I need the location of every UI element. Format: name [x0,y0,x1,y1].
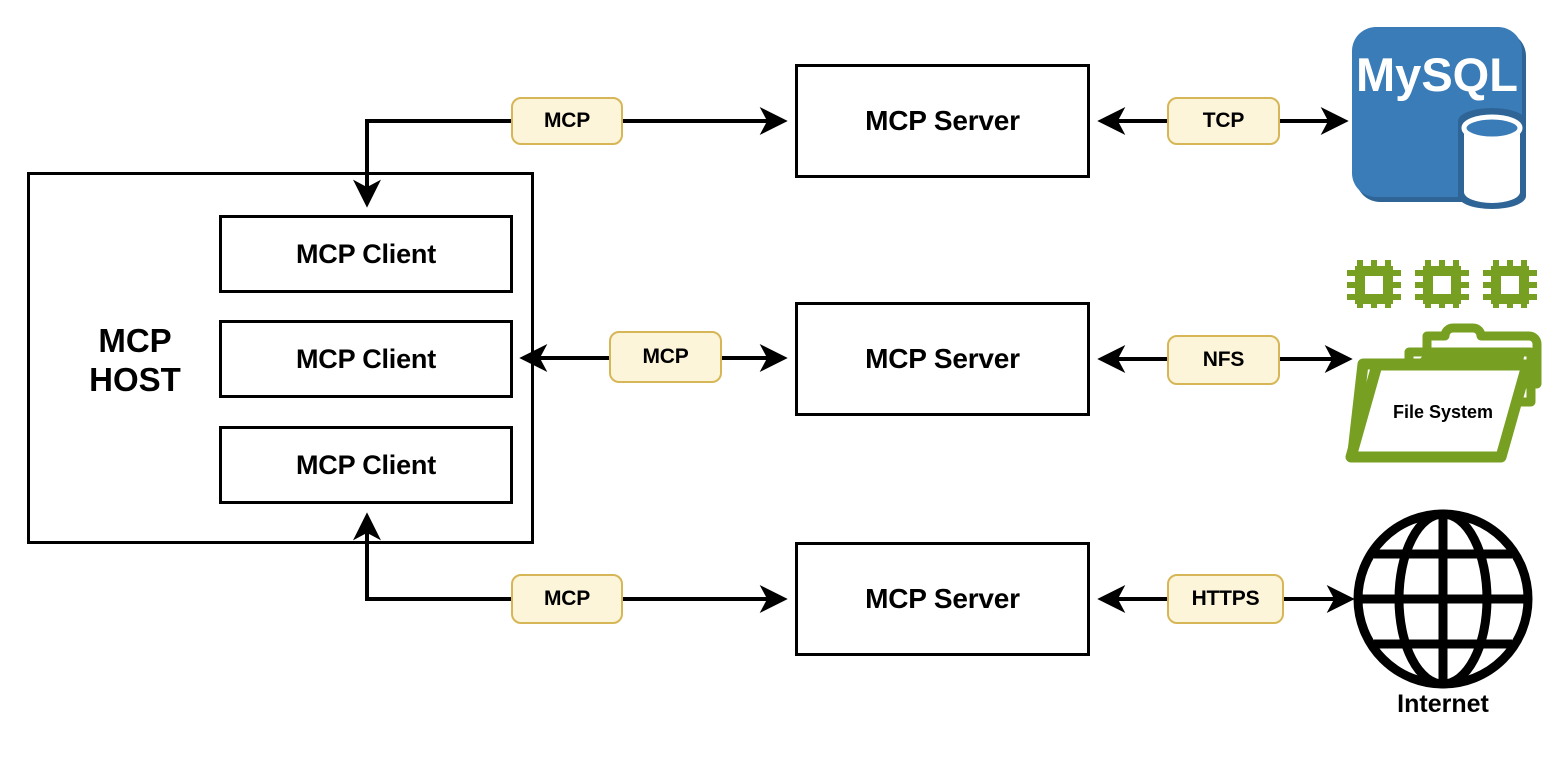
protocol-badge-mcp-3-label: MCP [543,587,591,610]
internet-icon: Internet [1352,508,1534,738]
mcp-server-label-1: MCP Server [865,105,1020,136]
mcp-client-label-3: MCP Client [295,449,436,480]
protocol-badge-mcp-1-label: MCP [543,109,591,132]
mcp-client-label-2: MCP Client [295,343,436,374]
protocol-badge-nfs[interactable]: NFS [1167,335,1280,385]
file-system-caption: File System [1392,402,1494,422]
mcp-server-box-3[interactable]: MCP Server [795,542,1090,656]
mysql-logo: MySQL M [1350,24,1536,210]
mcp-server-box-2[interactable]: MCP Server [795,302,1090,416]
mcp-server-box-1[interactable]: MCP Server [795,64,1090,178]
svg-text:M: M [1468,137,1516,202]
file-system-glyph [1345,260,1542,463]
globe-icon [1353,509,1533,689]
protocol-badge-nfs-label: NFS [1202,348,1245,371]
mysql-icon: MySQL M [1352,27,1526,209]
mcp-client-box-3[interactable]: MCP Client [219,426,513,504]
protocol-badge-tcp[interactable]: TCP [1167,97,1280,145]
mcp-client-box-2[interactable]: MCP Client [219,320,513,398]
internet-caption: Internet [1397,690,1489,718]
protocol-badge-mcp-1[interactable]: MCP [511,97,623,145]
mcp-server-label-3: MCP Server [865,583,1020,614]
protocol-badge-mcp-2[interactable]: MCP [609,331,722,383]
svg-text:MySQL: MySQL [1356,48,1518,101]
protocol-badge-mcp-2-label: MCP [642,345,689,368]
protocol-badge-https-label: HTTPS [1191,587,1260,610]
mcp-client-box-1[interactable]: MCP Client [219,215,513,293]
file-system-icon: File System [1343,252,1543,464]
mcp-host-label: MCP HOST [89,322,181,398]
mcp-server-label-2: MCP Server [865,343,1020,374]
mcp-client-label-1: MCP Client [295,238,436,269]
protocol-badge-tcp-label: TCP [1202,109,1245,132]
protocol-badge-mcp-3[interactable]: MCP [511,574,623,624]
protocol-badge-https[interactable]: HTTPS [1167,574,1284,624]
